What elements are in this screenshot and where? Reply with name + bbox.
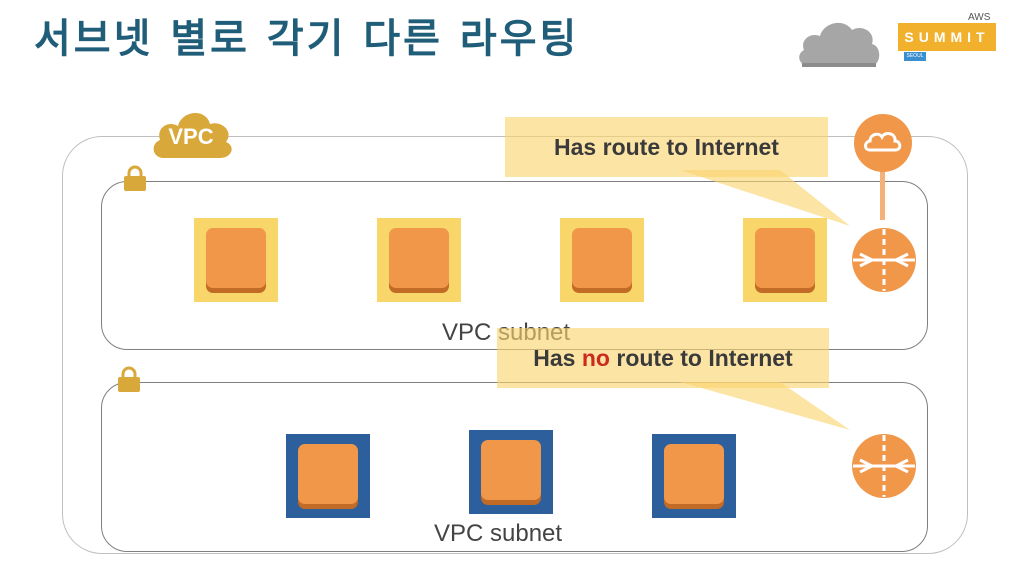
slide-title: 서브넷 별로 각기 다른 라우팅 (34, 16, 580, 62)
router-icon (852, 434, 916, 498)
private-instance (652, 434, 736, 518)
callout-pointer (680, 382, 850, 430)
public-route-callout: Has route to Internet (505, 117, 828, 177)
internet-gateway-icon (854, 114, 912, 172)
aws-label: AWS (968, 12, 991, 23)
gateway-connector (880, 170, 885, 220)
public-instance (377, 218, 461, 302)
lock-icon (118, 366, 140, 392)
private-instance (286, 434, 370, 518)
callout-text-prefix: Has (533, 345, 582, 371)
private-instance (469, 430, 553, 514)
callout-text-suffix: route to Internet (609, 345, 793, 371)
public-instance (743, 218, 827, 302)
lock-icon (124, 165, 146, 191)
vpc-cloud-icon (153, 112, 232, 158)
instance-chip (572, 228, 632, 288)
callout-emphasis-no: no (581, 345, 610, 371)
vpc-badge-label: VPC (168, 124, 214, 149)
instance-chip (389, 228, 449, 288)
instance-chip (755, 228, 815, 288)
instance-chip (298, 444, 358, 504)
instance-chip (481, 440, 541, 500)
instance-chip (206, 228, 266, 288)
public-instance (560, 218, 644, 302)
private-route-callout: Has no route to Internet (497, 328, 829, 388)
subnet-label: VPC subnet (434, 520, 563, 547)
router-icon (852, 228, 916, 292)
callout-pointer (680, 170, 850, 226)
instance-chip (664, 444, 724, 504)
summit-logo: SUMMIT (898, 23, 996, 51)
cloud-icon (799, 22, 880, 67)
seoul-label: SEOUL (904, 52, 926, 61)
public-instance (194, 218, 278, 302)
